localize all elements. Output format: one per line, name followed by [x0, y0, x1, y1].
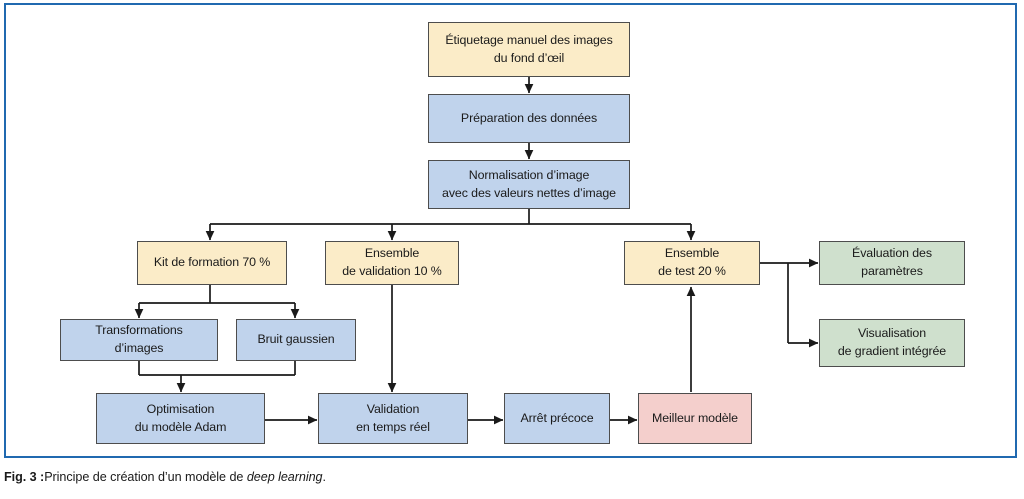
node-meilleur-modele: Meilleur modèle: [638, 393, 752, 444]
node-text-line2: de gradient intégrée: [837, 344, 947, 358]
node-text-line1: Transformations: [95, 323, 183, 338]
node-text-line2: paramètres: [861, 264, 923, 278]
node-text-line1: Visualisation: [857, 326, 927, 341]
node-validation-temps-reel: Validation en temps réel: [318, 393, 468, 444]
node-text-line2: de test 20 %: [658, 264, 726, 278]
flowchart-connectors: [134, 77, 819, 425]
node-text-line2: du fond d’œil: [493, 50, 565, 65]
node-text-line1: Préparation des données: [460, 110, 598, 125]
node-arret-precoce: Arrêt précoce: [504, 393, 610, 444]
node-text-line2: de validation 10 %: [342, 264, 442, 278]
node-ensemble-test-20: Ensemble de test 20 %: [624, 241, 760, 285]
node-etiquetage-manuel: Étiquetage manuel des images du fond d’œ…: [428, 22, 630, 77]
node-transformations-images: Transformations d’images: [60, 319, 218, 361]
node-text-line1: Meilleur modèle: [652, 410, 738, 425]
node-text-line1: Étiquetage manuel des images: [445, 32, 613, 47]
node-text-line2: d’images: [114, 341, 164, 355]
node-text-line1: Évaluation des: [852, 246, 932, 261]
node-text-line1: Optimisation: [146, 401, 215, 416]
node-text-line2: avec des valeurs nettes d’image: [442, 185, 616, 200]
node-visualisation-gradient: Visualisation de gradient intégrée: [819, 319, 965, 367]
node-text-line1: Bruit gaussien: [257, 332, 335, 347]
figure-caption: Fig. 3 :Principe de création d’un modèle…: [4, 470, 904, 484]
node-text-line1: Validation: [366, 401, 420, 416]
caption-label: Fig. 3 :: [4, 470, 45, 484]
node-text-line2: du modèle Adam: [134, 419, 227, 434]
caption-text-after: .: [322, 470, 327, 484]
node-text-line1: Ensemble: [664, 246, 720, 261]
node-ensemble-validation-10: Ensemble de validation 10 %: [325, 241, 459, 285]
node-kit-formation-70: Kit de formation 70 %: [137, 241, 287, 285]
node-optimisation-modele-adam: Optimisation du modèle Adam: [96, 393, 265, 444]
figure-border-frame: [4, 3, 1017, 458]
node-text-line1: Normalisation d’image: [468, 167, 590, 182]
node-evaluation-parametres: Évaluation des paramètres: [819, 241, 965, 285]
node-text-line1: Ensemble: [364, 246, 420, 261]
node-normalisation-image: Normalisation d’image avec des valeurs n…: [428, 160, 630, 209]
node-text-line1: Kit de formation 70 %: [153, 255, 271, 270]
caption-emphasis: deep learning: [246, 470, 323, 484]
node-text-line2: en temps réel: [356, 419, 430, 434]
caption-text-before: Principe de création d’un modèle de: [44, 470, 247, 484]
node-preparation-donnees: Préparation des données: [428, 94, 630, 143]
node-text-line1: Arrêt précoce: [520, 410, 594, 425]
node-bruit-gaussien: Bruit gaussien: [236, 319, 356, 361]
